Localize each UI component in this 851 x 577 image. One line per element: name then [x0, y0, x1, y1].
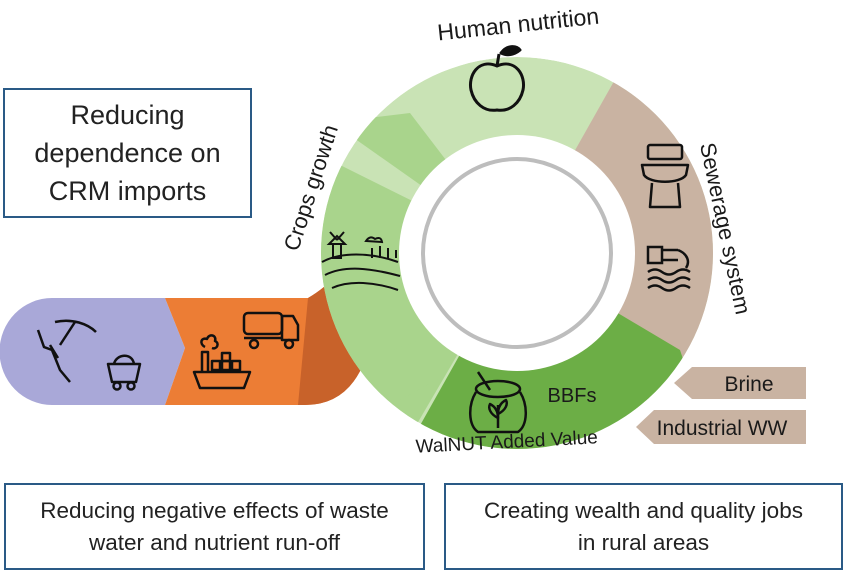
inner-ring-outline [421, 157, 613, 349]
apple-icon [468, 45, 526, 112]
farm-field-icon [321, 231, 401, 291]
industrial-ww-arrow [636, 410, 806, 444]
crm-imports-text: Reducing dependence on CRM imports [34, 100, 221, 206]
truck-icon [242, 311, 300, 350]
industrial-ww-label: Industrial WW [657, 417, 788, 440]
transport-band-shade [298, 276, 365, 405]
wealth-jobs-box: Creating wealth and quality jobs in rura… [444, 483, 843, 570]
toilet-icon [640, 143, 690, 209]
bbf-notch [392, 340, 445, 400]
brine-label: Brine [724, 373, 773, 396]
brine-arrow [674, 367, 806, 399]
fertilizer-bag-icon [469, 371, 527, 434]
wealth-jobs-line-1: Creating wealth and quality jobs [484, 497, 803, 523]
bbfs-label: BBFs [548, 385, 597, 407]
pickaxe-icon [36, 319, 97, 383]
mine-cart-icon [106, 354, 142, 391]
wealth-jobs-line-2: in rural areas [577, 529, 710, 555]
ship-icon [192, 334, 252, 390]
human-nutrition-label: Human nutrition [436, 3, 600, 46]
mining-band [0, 298, 185, 405]
outfall-pipe-icon [646, 245, 691, 292]
crm-imports-box: Reducing dependence on CRM imports [3, 88, 252, 218]
waste-water-line-2: water and nutrient run-off [89, 529, 340, 555]
waste-water-line-1: Reducing negative effects of waste [40, 497, 389, 523]
waste-water-box: Reducing negative effects of waste water… [4, 483, 425, 570]
